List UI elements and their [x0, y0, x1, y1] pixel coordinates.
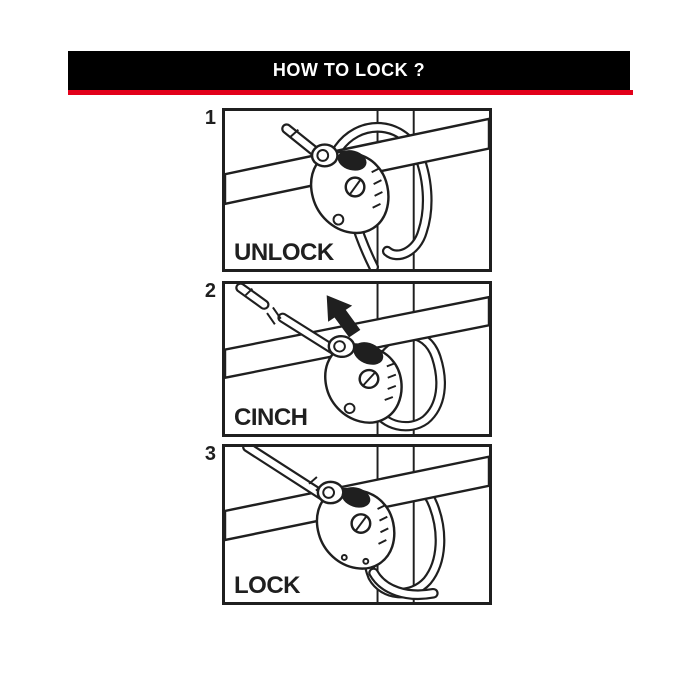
cable-loop [333, 122, 433, 269]
lock-screw [362, 557, 370, 565]
lock-bottom-fitting [343, 402, 356, 414]
cinch-illustration [225, 284, 489, 434]
lock-body [324, 335, 403, 424]
lock-texture-hatching [371, 167, 383, 209]
lock-screw [340, 554, 348, 561]
pull-arrow-icon [326, 295, 361, 338]
cable-cinched-section [242, 447, 332, 503]
step-panel-unlock: UNLOCK [222, 108, 492, 272]
page-title: HOW TO LOCK ? [272, 60, 426, 80]
header-accent-line [68, 90, 633, 95]
lock-texture-hatching [377, 504, 389, 545]
step-label-cinch: CINCH [234, 404, 308, 431]
step-label-lock: LOCK [234, 572, 301, 599]
lock-dial-knob [337, 150, 367, 171]
lock-dial-knob [353, 342, 384, 365]
header-bar: HOW TO LOCK ? [68, 51, 630, 90]
frame-tube [225, 295, 489, 379]
lock-dial-knob [341, 487, 371, 508]
cable-barrel [310, 143, 339, 168]
cable-barrel [316, 480, 345, 505]
lock-bottom-fitting [332, 213, 345, 226]
lock-body [315, 480, 396, 570]
lock-texture-hatching [384, 362, 397, 401]
lock-body [309, 143, 390, 235]
step-number: 3 [204, 443, 216, 465]
step-panel-cinch: CINCH [222, 281, 492, 437]
unlock-illustration [225, 111, 489, 269]
lock-illustration [225, 447, 489, 602]
step-panel-lock: LOCK [222, 444, 492, 605]
step-label-unlock: UNLOCK [234, 239, 334, 266]
cable-end [235, 284, 270, 310]
step-number: 1 [204, 107, 216, 129]
step-number: 2 [204, 280, 216, 302]
cable-barrel [327, 335, 356, 359]
